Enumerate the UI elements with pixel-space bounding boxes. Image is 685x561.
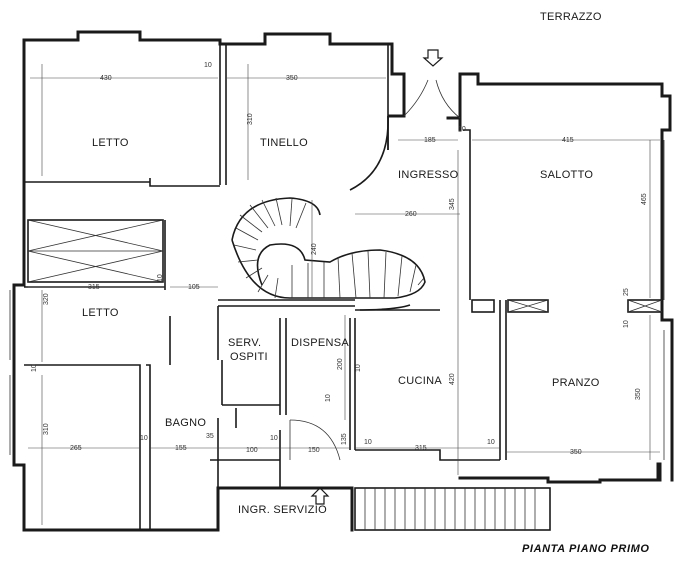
room-label-bagno: BAGNO [165, 417, 206, 429]
dim-label: 350 [570, 449, 582, 456]
room-label-dispensa: DISPENSA [291, 337, 349, 349]
dim-label: 25 [623, 288, 630, 296]
dim-label: 35 [206, 433, 214, 440]
dim-label: 310 [247, 113, 254, 125]
dim-label: 10 [157, 274, 164, 282]
dim-label: 10 [204, 62, 212, 69]
dim-label: 10 [458, 126, 466, 133]
dim-label: 155 [175, 445, 187, 452]
room-label-letto-mid: LETTO [82, 307, 119, 319]
room-label-salotto: SALOTTO [540, 169, 593, 181]
dim-label: 260 [405, 211, 417, 218]
dim-label: 350 [286, 75, 298, 82]
dim-label: 320 [43, 293, 50, 305]
room-label-cucina: CUCINA [398, 375, 442, 387]
dim-label: 265 [70, 445, 82, 452]
dim-label: 200 [337, 358, 344, 370]
dim-label: 465 [641, 193, 648, 205]
dim-label: 150 [308, 447, 320, 454]
dim-label: 315 [415, 445, 427, 452]
room-label-letto-top: LETTO [92, 137, 129, 149]
dim-label: 10 [364, 439, 372, 446]
room-label-ingr-servizio: INGR. SERVIZIO [238, 504, 327, 516]
entry-arrow-icon [422, 49, 444, 67]
dim-label: 10 [140, 435, 148, 442]
room-label-tinello: TINELLO [260, 137, 308, 149]
dim-label: 10 [355, 364, 362, 372]
dim-label: 315 [88, 284, 100, 291]
dim-label: 240 [311, 243, 318, 255]
dim-label: 10 [325, 394, 332, 402]
dim-label: 415 [562, 137, 574, 144]
room-label-ingresso: INGRESSO [398, 169, 459, 181]
interior-walls [9, 44, 665, 530]
room-label-terrazzo: TERRAZZO [540, 11, 602, 23]
room-label-pranzo: PRANZO [552, 377, 600, 389]
dim-label: 10 [487, 439, 495, 446]
dim-label: 10 [623, 320, 630, 328]
dim-label: 135 [341, 433, 348, 445]
room-label-serv-2: OSPITI [230, 351, 268, 363]
room-labels: TERRAZZO LETTO TINELLO INGRESSO SALOTTO … [82, 11, 602, 516]
doors [289, 79, 461, 461]
dim-label: 105 [188, 284, 200, 291]
dim-label: 345 [449, 198, 456, 210]
dim-label: 185 [424, 137, 436, 144]
plan-caption: PIANTA PIANO PRIMO [522, 543, 650, 555]
dim-label: 10 [31, 364, 38, 372]
dimension-lines [28, 64, 660, 525]
spiral-staircase [231, 197, 426, 299]
dim-label: 350 [635, 388, 642, 400]
dim-label: 100 [246, 447, 258, 454]
room-label-serv-1: SERV. [228, 337, 261, 349]
dimension-labels: 430 10 350 185 10 415 260 315 105 265 15… [31, 62, 648, 456]
dim-label: 430 [100, 75, 112, 82]
service-entry-arrow-icon [310, 487, 330, 505]
dim-label: 10 [270, 435, 278, 442]
dim-label: 310 [43, 423, 50, 435]
service-stair [354, 487, 551, 531]
dim-label: 420 [449, 373, 456, 385]
